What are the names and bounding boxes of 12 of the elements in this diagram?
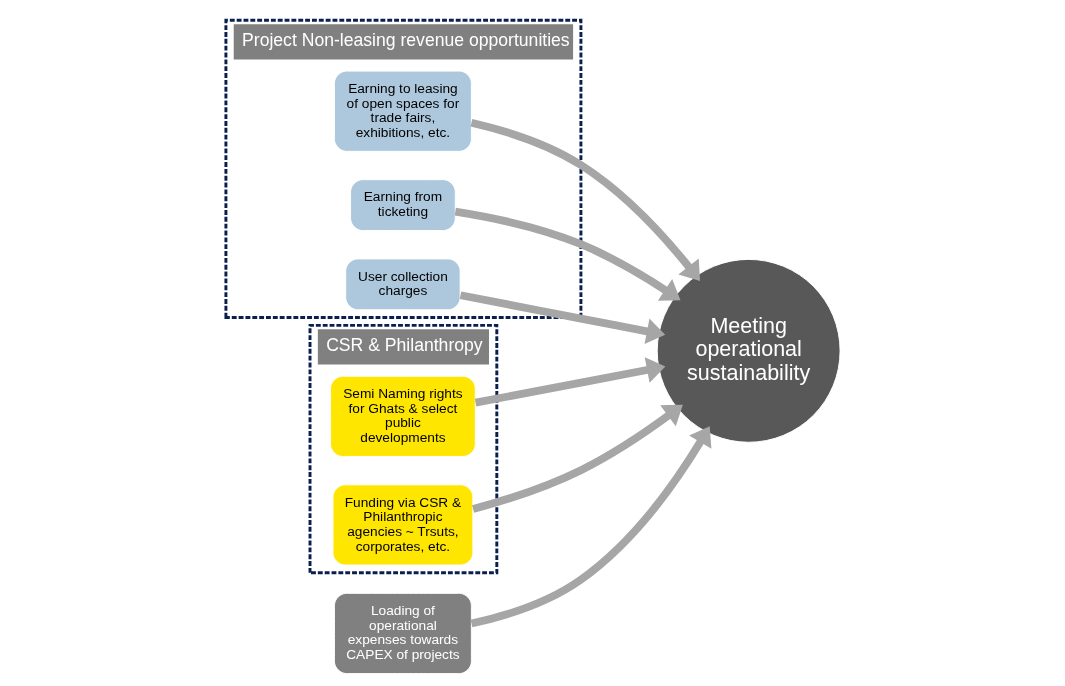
arrow <box>470 426 711 628</box>
arrow <box>459 291 665 345</box>
node-box: Loading of operational expenses towards CAPEX of projects <box>333 592 472 675</box>
node-box: User collection charges <box>344 258 461 311</box>
arrow <box>454 207 680 301</box>
node-box: Earning from ticketing <box>349 179 456 231</box>
arrow <box>474 357 665 407</box>
node-box: Semi Naming rights for Ghats & select public developments <box>329 375 476 457</box>
node-box: Funding via CSR & Philanthropic agencies ~ Trsuts, corporates, etc. <box>332 484 473 566</box>
node-box: Earning to leasing of open spaces for trade fairs, exhibitions, etc. <box>333 70 472 152</box>
arrow <box>471 404 683 513</box>
arrow <box>470 118 700 281</box>
